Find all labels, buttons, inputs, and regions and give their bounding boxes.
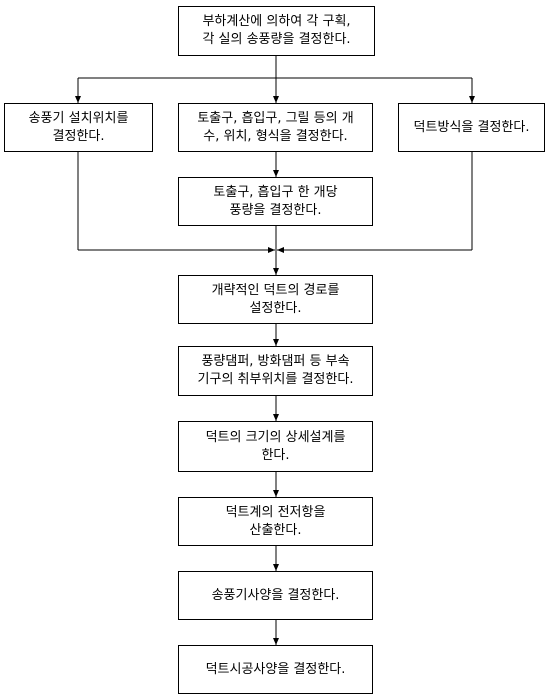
step-construction-spec: 덕트시공사양을 결정한다. <box>178 645 373 694</box>
step-duct-method: 덕트방식을 결정한다. <box>398 103 545 152</box>
step-damper-position: 풍량댐퍼, 방화댐퍼 등 부속 기구의 취부위치를 결정한다. <box>178 346 373 396</box>
step-duct-route: 개략적인 덕트의 경로를 설정한다. <box>178 275 373 324</box>
step-fan-location: 송풍기 설치위치를 결정한다. <box>4 103 153 152</box>
step-total-resistance: 덕트계의 전저항을 산출한다. <box>178 497 373 546</box>
step-outlet-count: 토출구, 흡입구, 그릴 등의 개 수, 위치, 형식을 결정한다. <box>178 103 373 152</box>
step-load-calculation: 부하계산에 의하여 각 구획, 각 실의 송풍량을 결정한다. <box>178 6 375 56</box>
step-fan-spec: 송풍기사양을 결정한다. <box>178 571 373 620</box>
step-outlet-airflow: 토출구, 흡입구 한 개당 풍량을 결정한다. <box>178 177 373 226</box>
step-duct-size: 덕트의 크기의 상세설계를 한다. <box>178 421 373 472</box>
